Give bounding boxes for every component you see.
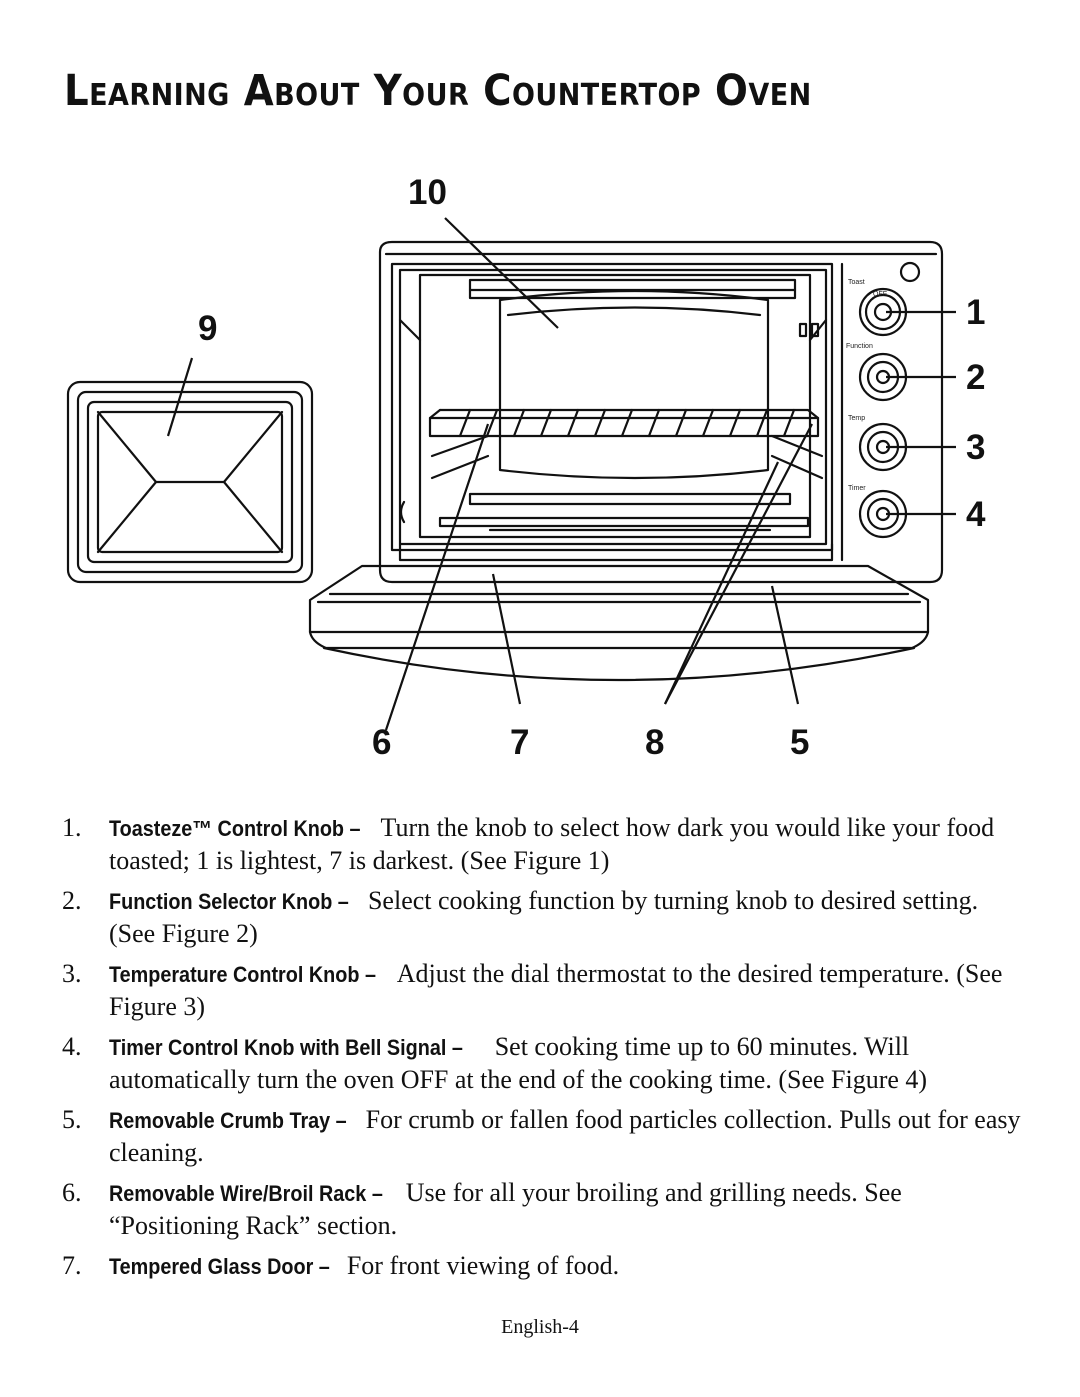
list-item: 7. Tempered Glass Door – For front viewin… <box>62 1250 1022 1283</box>
item-term: Tempered Glass Door – <box>109 1254 330 1279</box>
item-term: Toasteze™ Control Knob – <box>109 816 361 841</box>
item-number: 1. <box>62 813 82 842</box>
list-item: 2. Function Selector Knob – Select cookin… <box>62 885 1022 950</box>
item-description: Set cooking time up to 60 minutes. Will … <box>109 1032 928 1094</box>
item-number: 2. <box>62 886 82 915</box>
oven-illustration: Toast OFF Function Temp Timer 10 9 1 2 3… <box>66 173 986 762</box>
item-term: Removable Crumb Tray – <box>109 1108 347 1133</box>
function-panel-label: Function <box>846 343 873 350</box>
page-title: Learning About Your Countertop Oven <box>64 66 812 116</box>
item-description: Adjust the dial thermostat to the desire… <box>109 959 1003 1021</box>
callout-10: 10 <box>408 173 447 212</box>
baking-pan-drawing <box>66 380 314 584</box>
item-number: 3. <box>62 959 82 988</box>
list-item: 4.Timer Control Knob with Bell Signal – … <box>62 1031 1022 1096</box>
list-item: 5. Removable Crumb Tray – For crumb or fa… <box>62 1104 1022 1169</box>
callout-8: 8 <box>645 723 664 762</box>
toast-panel-label: Toast <box>848 279 865 286</box>
timer-panel-label: Timer <box>848 485 866 492</box>
list-item: 1. Toasteze™ Control Knob – Turn the knob… <box>62 812 1022 877</box>
glass-door-drawing <box>308 564 930 682</box>
item-term: Removable Wire/Broil Rack – <box>109 1181 383 1206</box>
callout-3: 3 <box>966 428 985 467</box>
control-panel-drawing <box>840 261 921 562</box>
oven-diagram: Toast OFF Function Temp Timer 10 9 1 2 3… <box>0 160 1080 780</box>
item-number: 6. <box>62 1178 82 1207</box>
callout-4: 4 <box>966 495 986 534</box>
callout-9: 9 <box>198 309 217 348</box>
item-number: 5. <box>62 1105 82 1134</box>
page-footer: English-4 <box>501 1316 579 1338</box>
oven-body-drawing <box>378 240 944 584</box>
item-description: Turn the knob to select how dark you wou… <box>109 813 995 875</box>
item-term: Timer Control Knob with Bell Signal – <box>109 1035 463 1060</box>
item-term: Temperature Control Knob – <box>109 962 376 987</box>
list-item: 3. Temperature Control Knob – Adjust the … <box>62 958 1022 1023</box>
leader-lines <box>166 217 956 731</box>
item-description: For crumb or fallen food particles colle… <box>109 1105 1021 1167</box>
callout-5: 5 <box>790 723 809 762</box>
callout-2: 2 <box>966 358 985 397</box>
item-number: 7. <box>62 1251 82 1280</box>
item-description: Select cooking function by turning knob … <box>109 886 979 948</box>
list-item: 6. Removable Wire/Broil Rack – Use for al… <box>62 1177 1022 1242</box>
parts-list: 1. Toasteze™ Control Knob – Turn the knob… <box>62 812 1022 1291</box>
callout-7: 7 <box>510 723 529 762</box>
item-description: Use for all your broiling and grilling n… <box>109 1178 902 1240</box>
item-number: 4. <box>62 1032 82 1061</box>
toast-off-label: OFF <box>873 291 887 298</box>
callout-6: 6 <box>372 723 391 762</box>
temp-panel-label: Temp <box>848 415 865 422</box>
item-description: For front viewing of food. <box>340 1251 620 1280</box>
item-term: Function Selector Knob – <box>109 889 349 914</box>
callout-1: 1 <box>966 293 985 332</box>
